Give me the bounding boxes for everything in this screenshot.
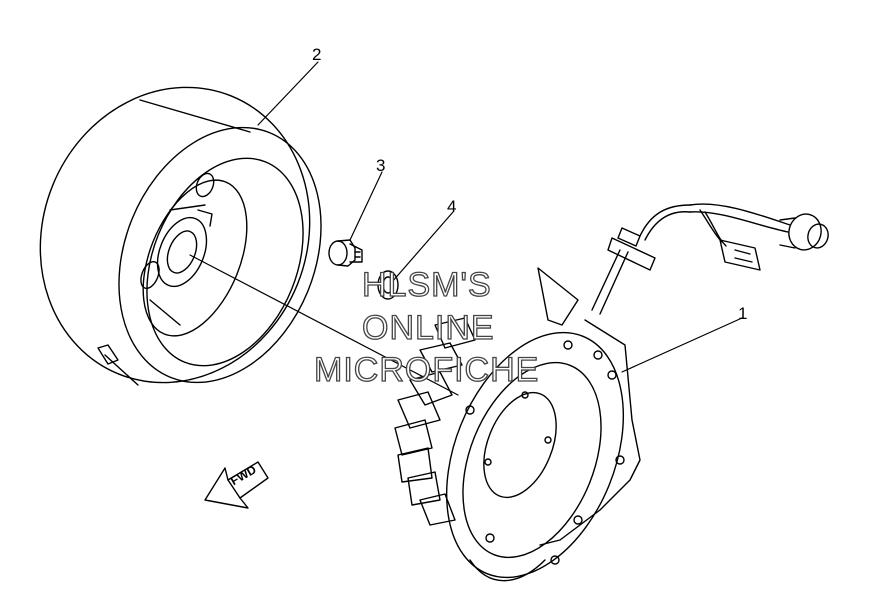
watermark-line-1: HLSM'S (361, 266, 492, 304)
callout-part-4: 4 (447, 197, 457, 216)
fwd-arrow (204, 461, 269, 509)
bolt (328, 239, 363, 267)
callout-part-1: 1 (738, 304, 748, 323)
watermark-line-2: ONLINE (361, 309, 495, 347)
stator-assembly (394, 203, 829, 582)
flywheel-rotor (39, 86, 322, 386)
washer (377, 270, 399, 300)
watermark-line-3: MICROFICHE (313, 351, 540, 389)
callout-part-3: 3 (376, 156, 386, 175)
callout-part-2: 2 (312, 45, 322, 64)
leader-lines (189, 61, 743, 396)
